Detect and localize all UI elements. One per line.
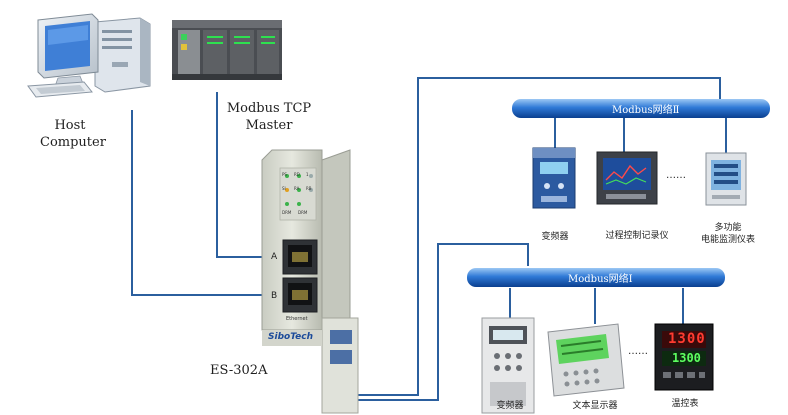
led-label-rd: RD [294,172,300,177]
plc-label: Modbus TCP Master [214,100,324,134]
bus2-device-inverter-icon [532,147,576,209]
gateway-es302a [261,149,359,414]
bus2-device-1-label: 变频器 [541,232,569,242]
ethernet-label: Ethernet [286,316,308,322]
bus1-device-text-display-icon [547,323,625,397]
bus1-ellipsis: …… [628,346,648,357]
bus2-bar [512,99,770,118]
wire-plc-to-port-a [216,92,280,258]
bus1-device-3-label: 温控表 [671,399,699,409]
led-label-drm-2: DRM [298,210,308,215]
led-label-ra: RA [294,186,300,191]
gateway-model-label: ES-302A [210,363,268,378]
bus1-device-2-label: 文本显示器 [572,401,618,411]
bus2-device-2-label: 过程控制记录仪 [605,231,669,241]
bus1-device-temp-controller-icon [654,323,714,391]
temp-display-top: 1300 [668,331,706,347]
plc-label-line2: Master [245,118,293,133]
bus2-device-3-label-line2: 电能监测仪表 [700,235,755,245]
bus2-device-3-label: 多功能 电能监测仪表 [690,222,766,246]
bus2-label: Modbus网络Ⅱ [612,105,680,116]
bus1-device-inverter-icon [481,317,535,414]
plc-master-icon [172,20,282,80]
bus2-device-recorder-icon [596,151,658,205]
bus2-device-power-meter-icon [705,152,747,206]
bus1-bar [467,268,725,287]
bus2-device-3-label-line1: 多功能 [714,223,742,233]
host-label-line1: Host [54,118,86,133]
temp-display-bottom: 1300 [672,351,701,365]
led-label-1: 1 [306,172,309,177]
wire-host-to-port-b [131,110,282,296]
host-label-line2: Computer [40,135,106,150]
port-b-label: B [271,291,278,301]
bus1-label: Modbus网络Ⅰ [568,274,633,285]
led-label-ps: PS [282,172,287,177]
bus1-device-1-label: 变频器 [496,401,524,411]
plc-label-line1: Modbus TCP [226,101,312,116]
port-a-label: A [271,252,278,262]
brand-logo: SiboTech [268,332,314,342]
bus2-ellipsis: …… [666,170,686,181]
led-label-rb: RB [306,186,312,191]
led-label-si: SI [282,186,286,191]
led-label-drm-1: DRM [282,210,292,215]
host-label: Host Computer [40,117,106,151]
host-computer-icon [27,13,151,98]
